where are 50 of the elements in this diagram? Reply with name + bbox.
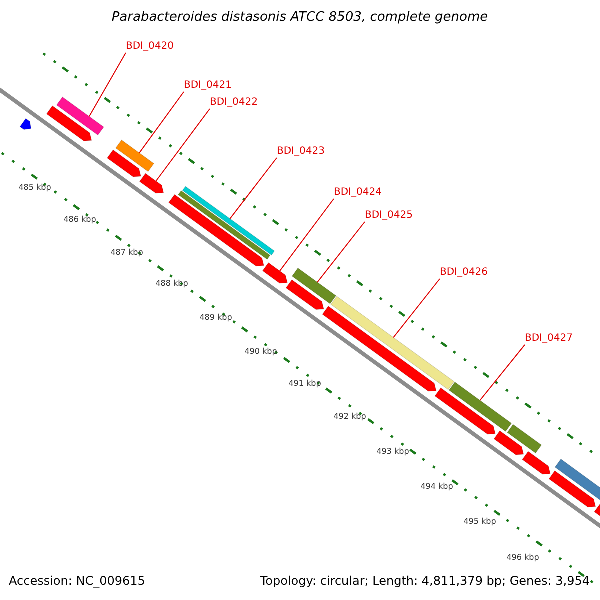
scale-label: 491 kbp (288, 379, 322, 389)
gene-bar (507, 424, 542, 454)
gene-label: BDI_0426 (440, 267, 488, 279)
scale-label: 489 kbp (200, 313, 232, 323)
gene-label: BDI_0422 (210, 97, 258, 109)
genome-summary: Topology: circular; Length: 4,811,379 bp; Genes: 3,954 (260, 574, 590, 588)
gene-block (106, 150, 142, 178)
gene-block (548, 470, 596, 508)
scale-label: 496 kbp (506, 553, 540, 563)
gene-block (286, 280, 324, 310)
gene-bar (56, 96, 104, 136)
gene-block (494, 430, 524, 456)
leader-line (317, 222, 366, 283)
gene-block (168, 194, 264, 267)
leader-line (480, 344, 526, 402)
leader-line (393, 278, 440, 338)
scale-label: 494 kbp (420, 482, 454, 492)
gene-label: BDI_0425 (365, 210, 413, 222)
gene-block (46, 106, 92, 142)
accession-text: Accession: NC_009615 (9, 574, 146, 588)
gene-bar (330, 296, 455, 390)
gene-block (522, 451, 551, 475)
scale-label: 493 kbp (376, 447, 410, 457)
gene-block (139, 173, 164, 194)
gene-label: BDI_0424 (334, 187, 382, 199)
gene-label: BDI_0421 (184, 80, 232, 92)
title: Parabacteroides distasonis ATCC 8503, complete genome (110, 10, 490, 25)
gene-label: BDI_0423 (277, 146, 325, 158)
scale-label: 485 kbp (18, 183, 52, 193)
leader-line (279, 198, 334, 272)
gene-label: BDI_0427 (525, 333, 573, 345)
gene-block (20, 118, 32, 130)
gene-bar (115, 140, 155, 172)
scale-label: 486 kbp (64, 215, 96, 225)
gene-block (434, 388, 496, 435)
scale-label: 488 kbp (156, 279, 188, 289)
leader-line (156, 108, 210, 182)
gene-label: BDI_0420 (126, 41, 174, 53)
scale-label: 492 kbp (334, 412, 366, 422)
scale-label: 487 kbp (110, 248, 144, 258)
gene-block (262, 262, 288, 284)
leader-line (88, 52, 126, 118)
gene-bar (448, 382, 512, 432)
leader-line (139, 92, 184, 154)
gene-bar (292, 268, 337, 304)
gene-block (322, 306, 437, 392)
leader-line (230, 158, 278, 220)
scale-label: 495 kbp (464, 517, 496, 527)
gene-bar (554, 458, 600, 503)
scale-label: 490 kbp (244, 347, 278, 357)
